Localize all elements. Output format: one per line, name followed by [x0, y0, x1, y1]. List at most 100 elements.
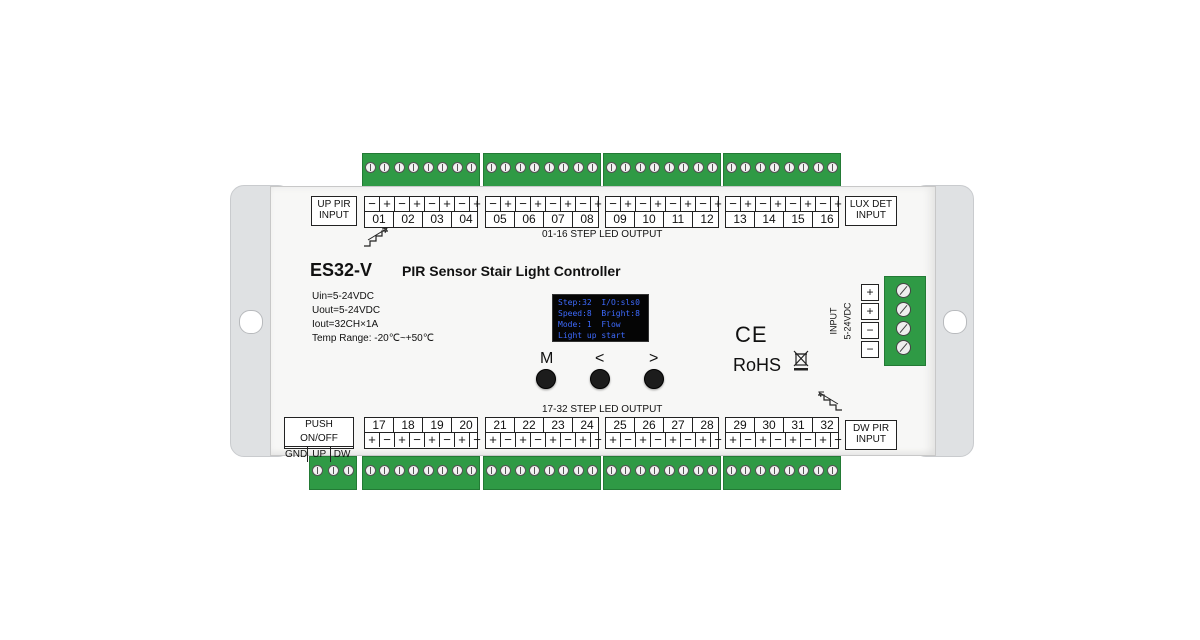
screw[interactable] — [649, 162, 661, 173]
screw[interactable] — [379, 162, 391, 173]
screw[interactable] — [896, 340, 911, 355]
screw[interactable] — [896, 283, 911, 298]
screw[interactable] — [754, 465, 766, 476]
screw[interactable] — [605, 162, 617, 173]
screw[interactable] — [769, 162, 781, 173]
screw[interactable] — [740, 465, 752, 476]
screw[interactable] — [558, 162, 570, 173]
polarity-mark: − — [395, 197, 410, 211]
screw[interactable] — [812, 465, 824, 476]
screw[interactable] — [663, 465, 675, 476]
terminal-block — [723, 456, 841, 490]
screw[interactable] — [500, 162, 512, 173]
channel-number: 15 — [784, 212, 813, 227]
screw[interactable] — [485, 162, 497, 173]
polarity-mark: − — [606, 197, 621, 211]
screw[interactable] — [896, 321, 911, 336]
screw[interactable] — [634, 162, 646, 173]
screw[interactable] — [543, 465, 555, 476]
screw[interactable] — [572, 162, 584, 173]
screw[interactable] — [634, 465, 646, 476]
screw[interactable] — [812, 162, 824, 173]
channel-number: 19 — [423, 418, 452, 433]
screw[interactable] — [364, 465, 376, 476]
channel-number: 11 — [664, 212, 693, 227]
screw[interactable] — [707, 162, 719, 173]
channel-number: 16 — [820, 212, 834, 226]
screw[interactable] — [379, 465, 391, 476]
screw[interactable] — [783, 162, 795, 173]
channel-number: 27 — [664, 418, 693, 433]
screw[interactable] — [587, 162, 599, 173]
screw[interactable] — [437, 465, 449, 476]
channel-number: 17 — [365, 418, 394, 433]
screw[interactable] — [620, 465, 632, 476]
screw[interactable] — [692, 465, 704, 476]
menu-button[interactable] — [536, 369, 556, 389]
screw[interactable] — [437, 162, 449, 173]
screw[interactable] — [422, 162, 434, 173]
screw[interactable] — [327, 465, 339, 476]
screw[interactable] — [725, 465, 737, 476]
screw[interactable] — [783, 465, 795, 476]
screw[interactable] — [620, 162, 632, 173]
power-input-label: INPUT 5-24VDC — [828, 302, 853, 340]
terminal-block — [603, 153, 721, 187]
screw[interactable] — [827, 465, 839, 476]
channel-number: 32 — [820, 418, 834, 432]
prev-button[interactable] — [590, 369, 610, 389]
screw[interactable] — [605, 465, 617, 476]
screw[interactable] — [393, 162, 405, 173]
screw[interactable] — [500, 465, 512, 476]
screw[interactable] — [896, 302, 911, 317]
screw[interactable] — [342, 465, 354, 476]
polarity-mark: − — [726, 197, 741, 211]
screw[interactable] — [543, 162, 555, 173]
screw[interactable] — [572, 465, 584, 476]
polarity-mark: + — [666, 433, 681, 447]
screw[interactable] — [312, 465, 324, 476]
screw[interactable] — [529, 162, 541, 173]
screw[interactable] — [485, 465, 497, 476]
polarity-mark: + — [714, 196, 722, 211]
channel-number: 28 — [700, 418, 714, 432]
screw[interactable] — [827, 162, 839, 173]
polarity-mark: − — [425, 197, 440, 211]
screw[interactable] — [649, 465, 661, 476]
screw[interactable] — [754, 162, 766, 173]
screw[interactable] — [707, 465, 719, 476]
polarity-mark: + — [531, 197, 546, 211]
screw[interactable] — [466, 465, 478, 476]
screw[interactable] — [422, 465, 434, 476]
screw[interactable] — [692, 162, 704, 173]
screw[interactable] — [798, 162, 810, 173]
screw[interactable] — [740, 162, 752, 173]
channel-number: 20 — [459, 418, 473, 432]
polarity-mark: + — [786, 433, 801, 447]
screw[interactable] — [514, 162, 526, 173]
screw[interactable] — [408, 465, 420, 476]
screw[interactable] — [725, 162, 737, 173]
polarity-mark: − — [561, 433, 576, 447]
screw[interactable] — [466, 162, 478, 173]
screw[interactable] — [529, 465, 541, 476]
screw[interactable] — [451, 465, 463, 476]
channel-number: 09 — [606, 212, 635, 227]
screw[interactable] — [678, 162, 690, 173]
screw[interactable] — [364, 162, 376, 173]
screw[interactable] — [798, 465, 810, 476]
screw[interactable] — [678, 465, 690, 476]
screw[interactable] — [451, 162, 463, 173]
screw[interactable] — [408, 162, 420, 173]
polarity-mark: + — [410, 197, 425, 211]
screw[interactable] — [393, 465, 405, 476]
screw[interactable] — [514, 465, 526, 476]
screw[interactable] — [769, 465, 781, 476]
screw[interactable] — [663, 162, 675, 173]
polarity-mark: + — [696, 433, 711, 447]
polarity-mark: + — [594, 196, 602, 211]
next-button[interactable] — [644, 369, 664, 389]
screw[interactable] — [587, 465, 599, 476]
screw[interactable] — [558, 465, 570, 476]
